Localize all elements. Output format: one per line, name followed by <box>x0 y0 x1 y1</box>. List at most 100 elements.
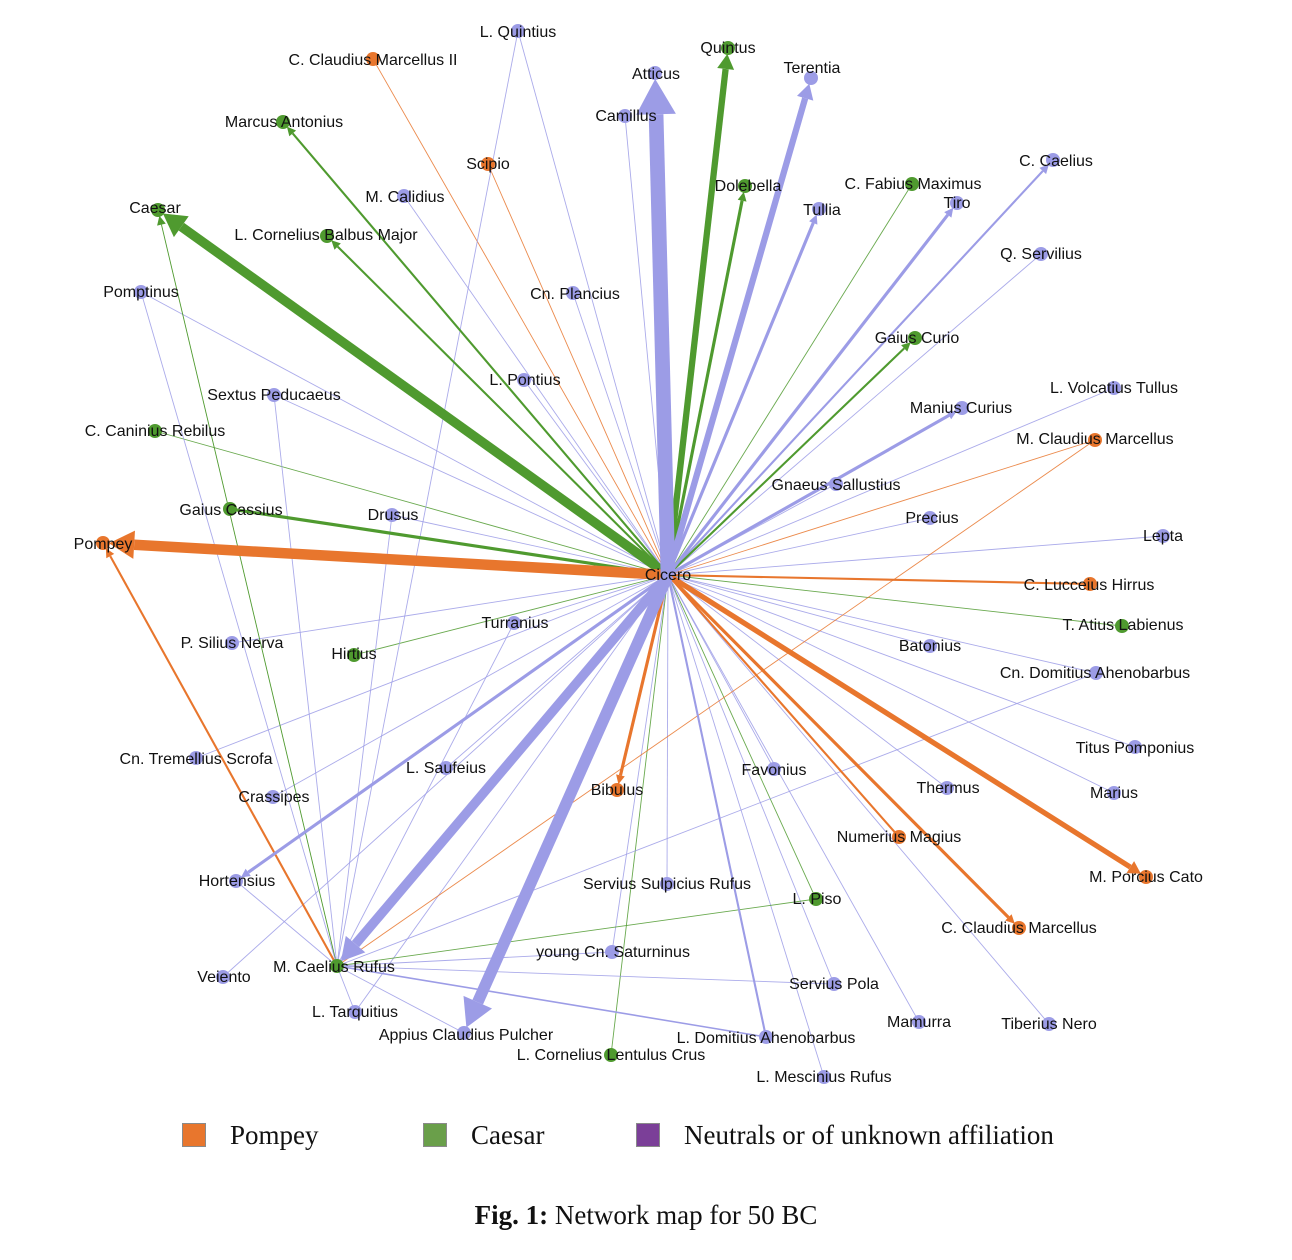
edge-line <box>336 245 669 576</box>
node-gaius-cassius <box>223 502 237 516</box>
edge-line <box>666 573 1010 919</box>
node-l-pontius <box>517 373 531 387</box>
edge-line <box>618 574 670 776</box>
node-c-fabius-maximus <box>905 177 919 191</box>
edge-line <box>667 574 1050 1025</box>
node-m-caelius-rufus <box>330 959 344 973</box>
node-l-piso <box>809 892 823 906</box>
label-turranius: Turranius <box>482 615 549 632</box>
edge-line <box>273 394 338 967</box>
edge-cicero-c-claudius-marcellus <box>666 573 1015 924</box>
edge-arrowhead <box>944 207 954 218</box>
edge-m-caelius-rufus-appius-claudius-pulcher <box>336 965 465 1034</box>
edge-line <box>667 574 825 1078</box>
node-servius-pola <box>827 977 841 991</box>
edge-line <box>523 379 669 576</box>
label-young-cn-saturninus: young Cn. Saturninus <box>536 944 690 961</box>
edge-line <box>336 439 1096 967</box>
edge-m-caelius-rufus-drusus <box>336 514 393 967</box>
edge-arrowhead <box>162 213 189 238</box>
label-lepta: Lepta <box>1143 528 1183 545</box>
edge-cicero-sextus-peducaeus <box>273 394 669 576</box>
edge-arrowhead <box>636 79 676 115</box>
edge-cicero-l-cornelius-balbus-major <box>331 240 669 576</box>
node-camillus <box>618 109 632 123</box>
edge-line <box>666 213 950 576</box>
node-l-quintius <box>511 24 525 38</box>
legend-label-neutral: Neutrals or of unknown affiliation <box>684 1119 1054 1150</box>
edge-line <box>648 114 676 576</box>
edge-cicero-thermus <box>667 574 948 789</box>
edge-line <box>666 574 669 885</box>
node-l-tarquitius <box>348 1005 362 1019</box>
edge-line <box>140 291 338 967</box>
node-cn-domitius-ahenobarbus <box>1089 666 1103 680</box>
node-tullia <box>812 202 826 216</box>
edge-m-caelius-rufus-l-domitius-ahenobarbus <box>336 965 767 1038</box>
edge-line <box>667 574 1115 794</box>
legend: Pompey Caesar Neutrals or of unknown aff… <box>0 1115 1292 1165</box>
node-l-cornelius-lentulus-crus <box>604 1048 618 1062</box>
label-l-saufeius: L. Saufeius <box>406 760 486 777</box>
label-q-servilius: Q. Servilius <box>1000 246 1082 263</box>
edge-line <box>667 574 1136 748</box>
node-lepta <box>1156 529 1170 543</box>
node-m-calidius <box>397 189 411 203</box>
edge-cicero-cn-plancius <box>572 292 669 576</box>
edge-cicero-tullia <box>666 214 818 576</box>
label-t-atius-labienus: T. Atius Labienus <box>1063 617 1184 634</box>
edge-arrowhead <box>616 774 625 785</box>
edge-cicero-c-caelius <box>667 164 1049 576</box>
edge-arrowhead <box>946 411 957 420</box>
edge-cicero-marius <box>667 574 1115 794</box>
label-cn-domitius-ahenobarbus: Cn. Domitius Ahenobarbus <box>1000 665 1190 682</box>
label-bibulus: Bibulus <box>591 782 643 799</box>
edge-m-caelius-rufus-l-tarquitius <box>336 965 356 1013</box>
edge-cicero-c-lucceius-hirrus <box>667 573 1091 586</box>
edge-arrowhead <box>1005 914 1015 924</box>
edge-arrowhead <box>737 191 747 202</box>
caption-prefix: Fig. 1: <box>474 1200 549 1230</box>
edge-line <box>667 439 1096 576</box>
edge-m-caelius-rufus-young-cn-saturninus <box>336 951 613 967</box>
node-turranius <box>507 616 521 630</box>
edge-line <box>667 574 835 985</box>
edge-arrowhead <box>463 995 492 1028</box>
edge-line <box>667 183 913 576</box>
edge-cicero-pompey <box>109 530 669 581</box>
node-pompey <box>96 536 110 550</box>
node-c-caninius-rebilus <box>148 424 162 438</box>
edge-cicero-l-cornelius-lentulus-crus <box>610 574 669 1056</box>
edge-cicero-mamurra <box>667 574 920 1023</box>
edge-m-caelius-rufus-sextus-peducaeus <box>273 394 338 967</box>
edge-cicero-servius-pola <box>667 574 835 985</box>
edge-m-caelius-rufus-pomptinus <box>140 291 338 967</box>
node-drusus <box>385 508 399 522</box>
edge-line <box>666 200 744 576</box>
node-cicero <box>664 571 672 579</box>
label-l-piso: L. Piso <box>793 891 842 908</box>
node-cn-plancius <box>566 286 580 300</box>
label-tiberius-nero: Tiberius Nero <box>1001 1016 1097 1033</box>
node-atticus <box>648 66 662 80</box>
edge-cicero-l-saufeius <box>445 574 669 769</box>
node-appius-claudius-pulcher <box>457 1026 471 1040</box>
edge-line <box>336 622 515 967</box>
edge-arrowhead <box>157 215 166 226</box>
node-caesar <box>151 203 165 217</box>
edge-arrowhead <box>240 868 251 878</box>
legend-swatch-pompey <box>182 1123 206 1147</box>
edge-arrowhead <box>286 126 297 137</box>
edge-cicero-tiberius-nero <box>667 574 1050 1025</box>
label-servius-pola: Servius Pola <box>789 976 879 993</box>
label-precius: Precius <box>905 510 958 527</box>
edge-cicero-p-silius-nerva <box>231 574 669 644</box>
node-batonius <box>923 639 937 653</box>
edge-cicero-l-quintius <box>517 30 669 576</box>
label-batonius: Batonius <box>899 638 961 655</box>
edge-line <box>229 507 669 577</box>
edge-arrowhead <box>717 54 735 70</box>
edge-line <box>664 68 729 576</box>
edge-line <box>572 292 669 576</box>
label-camillus: Camillus <box>595 108 656 125</box>
